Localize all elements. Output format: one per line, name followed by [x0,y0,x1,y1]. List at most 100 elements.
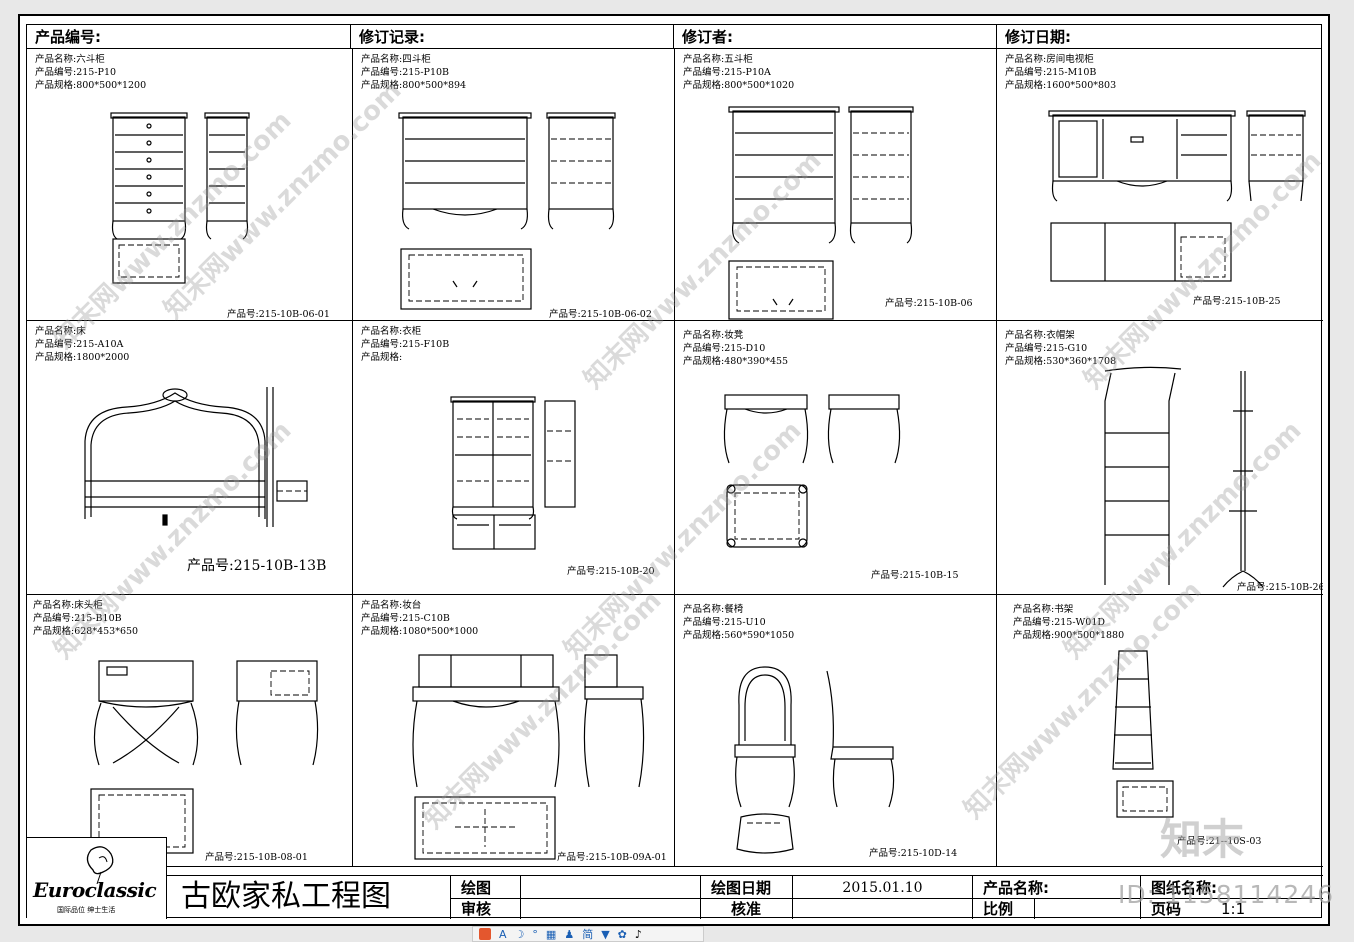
mic-icon[interactable]: ♟ [564,927,575,941]
product-number: 215-U10 [724,617,766,628]
simplified-icon[interactable]: 简 [582,928,594,941]
product-name: 衣柜 [402,326,422,337]
product-code: 215-10B-09A-01 [588,852,667,863]
coat-rack-drawing [1104,366,1264,588]
approved-label: 核准 [701,899,793,919]
keyboard-icon[interactable]: ▦ [545,927,557,941]
product-spec: 800*500*1020 [724,80,795,91]
product-code: 215-10B-06-02 [580,309,652,320]
product-code: 215-10B-26 [1268,582,1323,593]
header-product-no: 产品编号: [27,25,351,49]
product-spec: 900*500*1880 [1054,630,1125,641]
product-cell-six-drawer: 产品名称:六斗柜 产品编号:215-P10 产品规格:800*500*1200 … [27,49,353,321]
product-cell-wardrobe: 产品名称:衣柜 产品编号:215-F10B 产品规格: 产品号:215-10B-… [353,321,675,595]
product-code: 21--10S-03 [1208,836,1262,847]
product-number: 215-P10B [402,67,450,78]
product-number: 215-G10 [1046,343,1088,354]
watermark-id: ID: 1158114246 [1118,880,1335,909]
drawing-sheet: 产品编号: 修订记录: 修订者: 修订日期: 产品名称:六斗柜 产品编号:215… [18,14,1330,926]
share-icon[interactable]: ° [532,927,538,941]
product-spec: 480*390*455 [724,356,789,367]
product-cell-bed: 产品名称:床 产品编号:215-A10A 产品规格:1800*2000 产品号:… [27,321,353,595]
tiktok-icon[interactable]: ♪ [634,927,642,941]
product-name: 妆台 [402,600,422,611]
approved-value[interactable] [793,899,973,919]
header-revision-record: 修订记录: [351,25,674,49]
product-name: 六斗柜 [76,54,105,65]
product-number: 215-P10 [76,67,117,78]
product-spec: 628*453*650 [74,626,139,637]
product-code: 215-10B-13B [233,558,327,574]
four-drawer-chest-drawing [398,112,616,310]
draw-date-label: 绘图日期 [701,875,793,899]
product-name: 五斗柜 [724,54,753,65]
product-number: 215-W01D [1054,617,1106,628]
product-name: 房间电视柜 [1046,54,1094,65]
drawn-by-value[interactable] [521,875,701,899]
product-cell-five-drawer: 产品名称:五斗柜 产品编号:215-P10A 产品规格:800*500*1020… [675,49,997,321]
bed-drawing [84,387,308,527]
product-cell-dining-chair: 产品名称:餐椅 产品编号:215-U10 产品规格:560*590*1050 产… [675,595,997,867]
drawing-frame: 产品编号: 修订记录: 修订者: 修订日期: 产品名称:六斗柜 产品编号:215… [26,24,1323,919]
brand-logo: Euroclassic 国际品位 绅士生活 [27,837,167,919]
product-spec: 800*500*1200 [76,80,147,91]
drawing-title: 古欧家私工程图 [167,875,451,919]
product-cell-bookshelf: 产品名称:书架 产品编号:215-W01D 产品规格:900*500*1880 … [997,595,1323,867]
product-code: 215-10B-20 [598,566,655,577]
product-number: 215-C10B [402,613,450,624]
product-code: 215-10B-06-01 [258,309,330,320]
product-name: 床 [76,326,86,337]
product-cell-dressing-table: 产品名称:妆台 产品编号:215-C10B 产品规格:1080*500*1000… [353,595,675,867]
brand-slogan: 国际品位 绅士生活 [57,906,116,914]
product-name: 餐椅 [724,604,744,615]
draw-date-value: 2015.01.10 [793,875,973,899]
dining-chair-drawing [734,666,895,854]
ime-toolbar[interactable]: A ☽ ° ▦ ♟ 简 ▼ ✿ ♪ [472,926,704,942]
product-spec: 1600*500*803 [1046,80,1117,91]
product-number: 215-M10B [1046,67,1097,78]
product-name: 妆凳 [724,330,744,341]
header-reviser: 修订者: [674,25,997,49]
app-icon[interactable] [479,928,491,940]
product-cell-coat-rack: 产品名称:衣帽架 产品编号:215-G10 产品规格:530*360*1708 … [997,321,1323,595]
gear-icon[interactable]: ✿ [617,927,627,941]
rose-icon [86,846,114,884]
header-revision-date: 修订日期: [997,25,1321,49]
product-number: 215-D10 [724,343,766,354]
product-number: 215-F10B [402,339,450,350]
scale-value[interactable] [1035,899,1141,919]
product-spec: 800*500*894 [402,80,467,91]
product-name: 衣帽架 [1046,330,1075,341]
product-number: 215-A10A [76,339,124,350]
product-name: 书架 [1054,604,1074,615]
brand-name: Euroclassic [33,878,157,902]
wardrobe-drawing [450,396,576,550]
product-code: 215-10D-14 [900,848,958,859]
product-name: 床头柜 [74,600,103,611]
product-number: 215-P10A [724,67,771,78]
product-cell-nightstand: 产品名称:床头柜 产品编号:215-B10B 产品规格:628*453*650 … [27,595,353,867]
six-drawer-chest-drawing [110,112,250,284]
product-number: 215-B10B [74,613,122,624]
product-name: 四斗柜 [402,54,431,65]
product-cell-four-drawer: 产品名称:四斗柜 产品编号:215-P10B 产品规格:800*500*894 … [353,49,675,321]
drawn-by-label: 绘图 [451,875,521,899]
product-spec: 530*360*1708 [1046,356,1117,367]
product-code: 215-10B-06 [916,298,973,309]
bookshelf-drawing [1112,650,1174,818]
product-spec: 1080*500*1000 [402,626,479,637]
product-code: 215-10B-15 [902,570,959,581]
checked-by-value[interactable] [521,899,701,919]
product-code: 215-10B-25 [1224,296,1281,307]
product-spec: 1800*2000 [76,352,130,363]
product-code: 215-10B-08-01 [236,852,308,863]
moon-icon[interactable]: ☽ [514,927,525,941]
scale-label: 比例 [973,899,1035,919]
page-value: 1:1 [1221,900,1246,918]
page-label: 页码 [1151,900,1182,918]
shirt-icon[interactable]: ▼ [601,927,610,941]
stool-drawing [723,394,901,548]
font-icon[interactable]: A [499,927,507,941]
nightstand-drawing [90,660,319,854]
product-name-label: 产品名称: [973,875,1141,899]
